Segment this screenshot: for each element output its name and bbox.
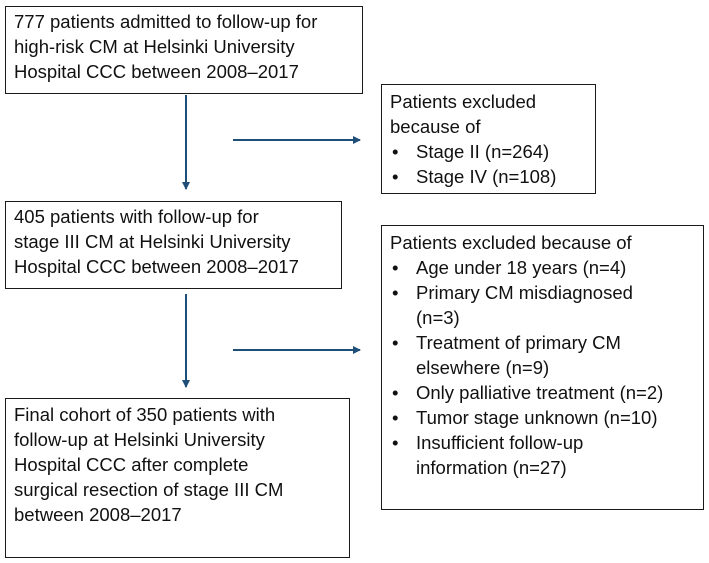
- exclusion-list: Age under 18 years (n=4) Primary CM misd…: [390, 255, 695, 480]
- list-item: Age under 18 years (n=4): [390, 255, 695, 280]
- exclusion-heading: Patients excluded because of: [390, 232, 632, 253]
- list-item: Stage II (n=264): [390, 139, 587, 164]
- box-text-line: 777 patients admitted to follow-up for: [14, 11, 318, 32]
- list-item: Treatment of primary CM elsewhere (n=9): [390, 330, 695, 380]
- box-text-line: Hospital CCC between 2008–2017: [14, 256, 299, 277]
- list-item-text: Age under 18 years (n=4): [416, 257, 627, 278]
- exclusion-list: Stage II (n=264) Stage IV (n=108): [390, 139, 587, 189]
- box-exclusions-other: Patients excluded because of Age under 1…: [381, 225, 704, 510]
- box-text-line: between 2008–2017: [14, 504, 182, 525]
- box-exclusions-stage: Patients excluded because of Stage II (n…: [381, 84, 596, 194]
- list-item: Only palliative treatment (n=2): [390, 380, 695, 405]
- box-text-line: Hospital CCC after complete: [14, 454, 249, 475]
- box-text-line: Hospital CCC between 2008–2017: [14, 61, 299, 82]
- list-item-text: Stage IV (n=108): [416, 166, 557, 187]
- box-admitted-patients: 777 patients admitted to follow-up for h…: [5, 6, 363, 94]
- list-item-text: Only palliative treatment (n=2): [416, 382, 664, 403]
- box-text-line: high-risk CM at Helsinki University: [14, 36, 295, 57]
- box-text-line: surgical resection of stage III CM: [14, 479, 284, 500]
- list-item-text: elsewhere (n=9): [416, 357, 550, 378]
- list-item-text: information (n=27): [416, 457, 567, 478]
- list-item: Stage IV (n=108): [390, 164, 587, 189]
- list-item: Tumor stage unknown (n=10): [390, 405, 695, 430]
- list-item-text: (n=3): [416, 307, 460, 328]
- list-item-text: Primary CM misdiagnosed: [416, 282, 633, 303]
- list-item-text: Tumor stage unknown (n=10): [416, 407, 658, 428]
- list-item: Insufficient follow-up information (n=27…: [390, 430, 695, 480]
- exclusion-heading: because of: [390, 116, 481, 137]
- list-item-text: Treatment of primary CM: [416, 332, 621, 353]
- box-stage-iii-patients: 405 patients with follow-up for stage II…: [5, 201, 342, 289]
- box-text-line: stage III CM at Helsinki University: [14, 231, 291, 252]
- list-item: Primary CM misdiagnosed (n=3): [390, 280, 695, 330]
- box-text-line: 405 patients with follow-up for: [14, 206, 259, 227]
- box-text-line: follow-up at Helsinki University: [14, 429, 265, 450]
- exclusion-heading: Patients excluded: [390, 91, 537, 112]
- list-item-text: Insufficient follow-up: [416, 432, 584, 453]
- list-item-text: Stage II (n=264): [416, 141, 550, 162]
- box-text-line: Final cohort of 350 patients with: [14, 404, 276, 425]
- box-final-cohort: Final cohort of 350 patients with follow…: [5, 398, 350, 558]
